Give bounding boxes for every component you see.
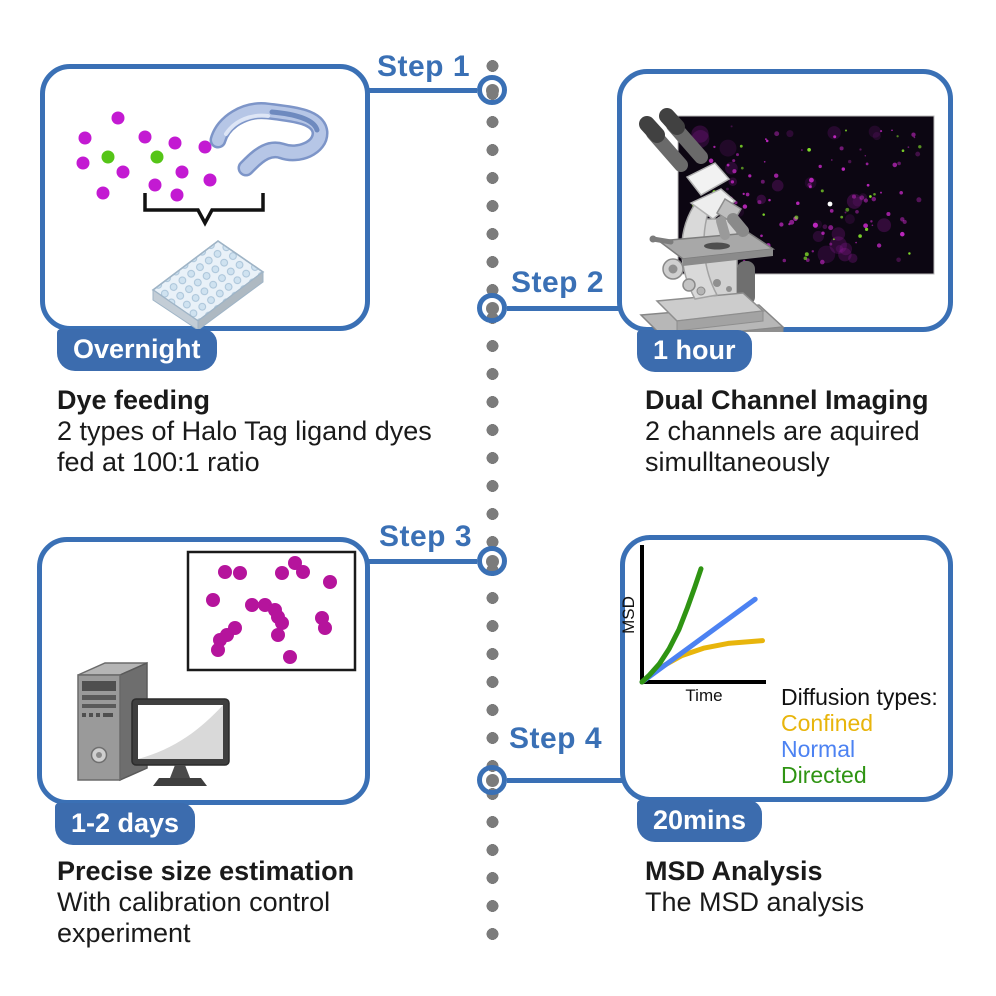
y-axis-label: MSD xyxy=(620,596,638,634)
step-3-timeline-node xyxy=(477,546,507,576)
step-3-desc-line: experiment xyxy=(57,918,191,948)
dye-feeding-illustration xyxy=(76,102,329,331)
step-3-connector-line xyxy=(368,559,477,564)
step-1-panel xyxy=(40,64,370,331)
step-4-title: MSD Analysis xyxy=(645,856,823,886)
step-2-duration-badge: 1 hour xyxy=(637,330,752,372)
particle-image xyxy=(186,550,357,672)
bracket-icon xyxy=(143,193,265,227)
step-4-timeline-node xyxy=(477,765,507,795)
legend-entry-normal: Normal xyxy=(781,736,856,762)
step-2-desc-line: simulltaneously xyxy=(645,447,830,477)
step-2-label: Step 2 xyxy=(511,266,605,299)
c-elegans-worm-icon xyxy=(209,102,329,177)
step-2-caption: Dual Channel Imaging 2 channels are aqui… xyxy=(645,385,929,478)
computer-icon xyxy=(77,661,230,786)
msd-curves xyxy=(639,566,765,685)
well-plate-icon xyxy=(151,240,265,331)
step-2-timeline-node xyxy=(477,293,507,323)
timeline-dotted-line xyxy=(486,52,499,952)
step-1-caption: Dye feeding 2 types of Halo Tag ligand d… xyxy=(57,385,432,478)
step-3-label: Step 3 xyxy=(378,520,472,553)
step-1-timeline-node xyxy=(477,75,507,105)
step-4-desc-line: The MSD analysis xyxy=(645,887,865,917)
step-1-label: Step 1 xyxy=(376,50,470,83)
step-4-caption: MSD Analysis The MSD analysis xyxy=(645,856,864,918)
step-1-duration-badge: Overnight xyxy=(57,329,217,371)
dual-channel-imaging-illustration xyxy=(639,108,935,332)
legend-title: Diffusion types: xyxy=(781,684,938,710)
step-1-title: Dye feeding xyxy=(57,385,211,415)
legend-entry-confined: Confined xyxy=(781,710,874,736)
step-3-duration-badge: 1-2 days xyxy=(55,803,196,845)
step-3-caption: Precise size estimation With calibration… xyxy=(57,856,354,949)
chart-legend: Diffusion types: Confined Normal Directe… xyxy=(781,684,938,788)
x-axis-label: Time xyxy=(685,686,722,705)
size-estimation-illustration xyxy=(77,550,357,786)
step-3-desc-line: With calibration control xyxy=(57,887,331,917)
step-3-title: Precise size estimation xyxy=(57,856,355,886)
step-4-duration-badge: 20mins xyxy=(637,800,763,842)
step-1-desc-line: 2 types of Halo Tag ligand dyes xyxy=(57,416,432,446)
step-2-panel xyxy=(617,69,953,332)
legend-entry-directed: Directed xyxy=(781,762,867,788)
step-3-panel xyxy=(37,537,370,805)
step-2-title: Dual Channel Imaging xyxy=(645,385,929,415)
step-2-desc-line: 2 channels are aquired xyxy=(645,416,920,446)
msd-chart: MSD Time xyxy=(620,545,766,705)
step-4-panel: MSD Time Diffusion types: Confined Norma… xyxy=(620,535,953,802)
dye-dots-icon xyxy=(76,111,217,202)
step-2-connector-line xyxy=(507,306,620,311)
step-4-label: Step 4 xyxy=(509,722,603,755)
step-4-connector-line xyxy=(507,778,623,783)
microscope-icon xyxy=(639,108,785,332)
step-1-desc-line: fed at 100:1 ratio xyxy=(57,447,260,477)
step-1-connector-line xyxy=(366,88,477,93)
